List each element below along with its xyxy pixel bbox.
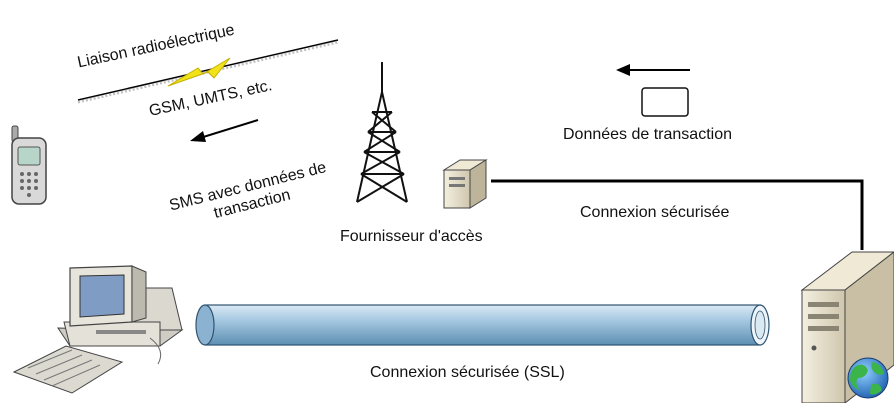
provider-label: Fournisseur d'accès bbox=[340, 228, 483, 245]
transaction-arrow-icon bbox=[616, 64, 690, 76]
ssl-tube bbox=[195, 304, 770, 346]
secure-ssl-label: Connexion sécurisée (SSL) bbox=[370, 364, 565, 381]
lightning-icon bbox=[167, 57, 231, 87]
desktop-computer-icon bbox=[12, 265, 184, 394]
secure-connection-label: Connexion sécurisée bbox=[580, 204, 730, 221]
sms-arrow-icon bbox=[190, 119, 259, 142]
radio-tower-icon bbox=[356, 62, 408, 203]
globe-icon bbox=[847, 357, 889, 399]
secure-connection-line bbox=[491, 179, 864, 250]
transaction-data-label: Données de transaction bbox=[563, 126, 732, 143]
provider-server-icon bbox=[442, 159, 488, 209]
document-icon bbox=[641, 87, 689, 117]
mobile-phone-icon bbox=[11, 125, 47, 205]
